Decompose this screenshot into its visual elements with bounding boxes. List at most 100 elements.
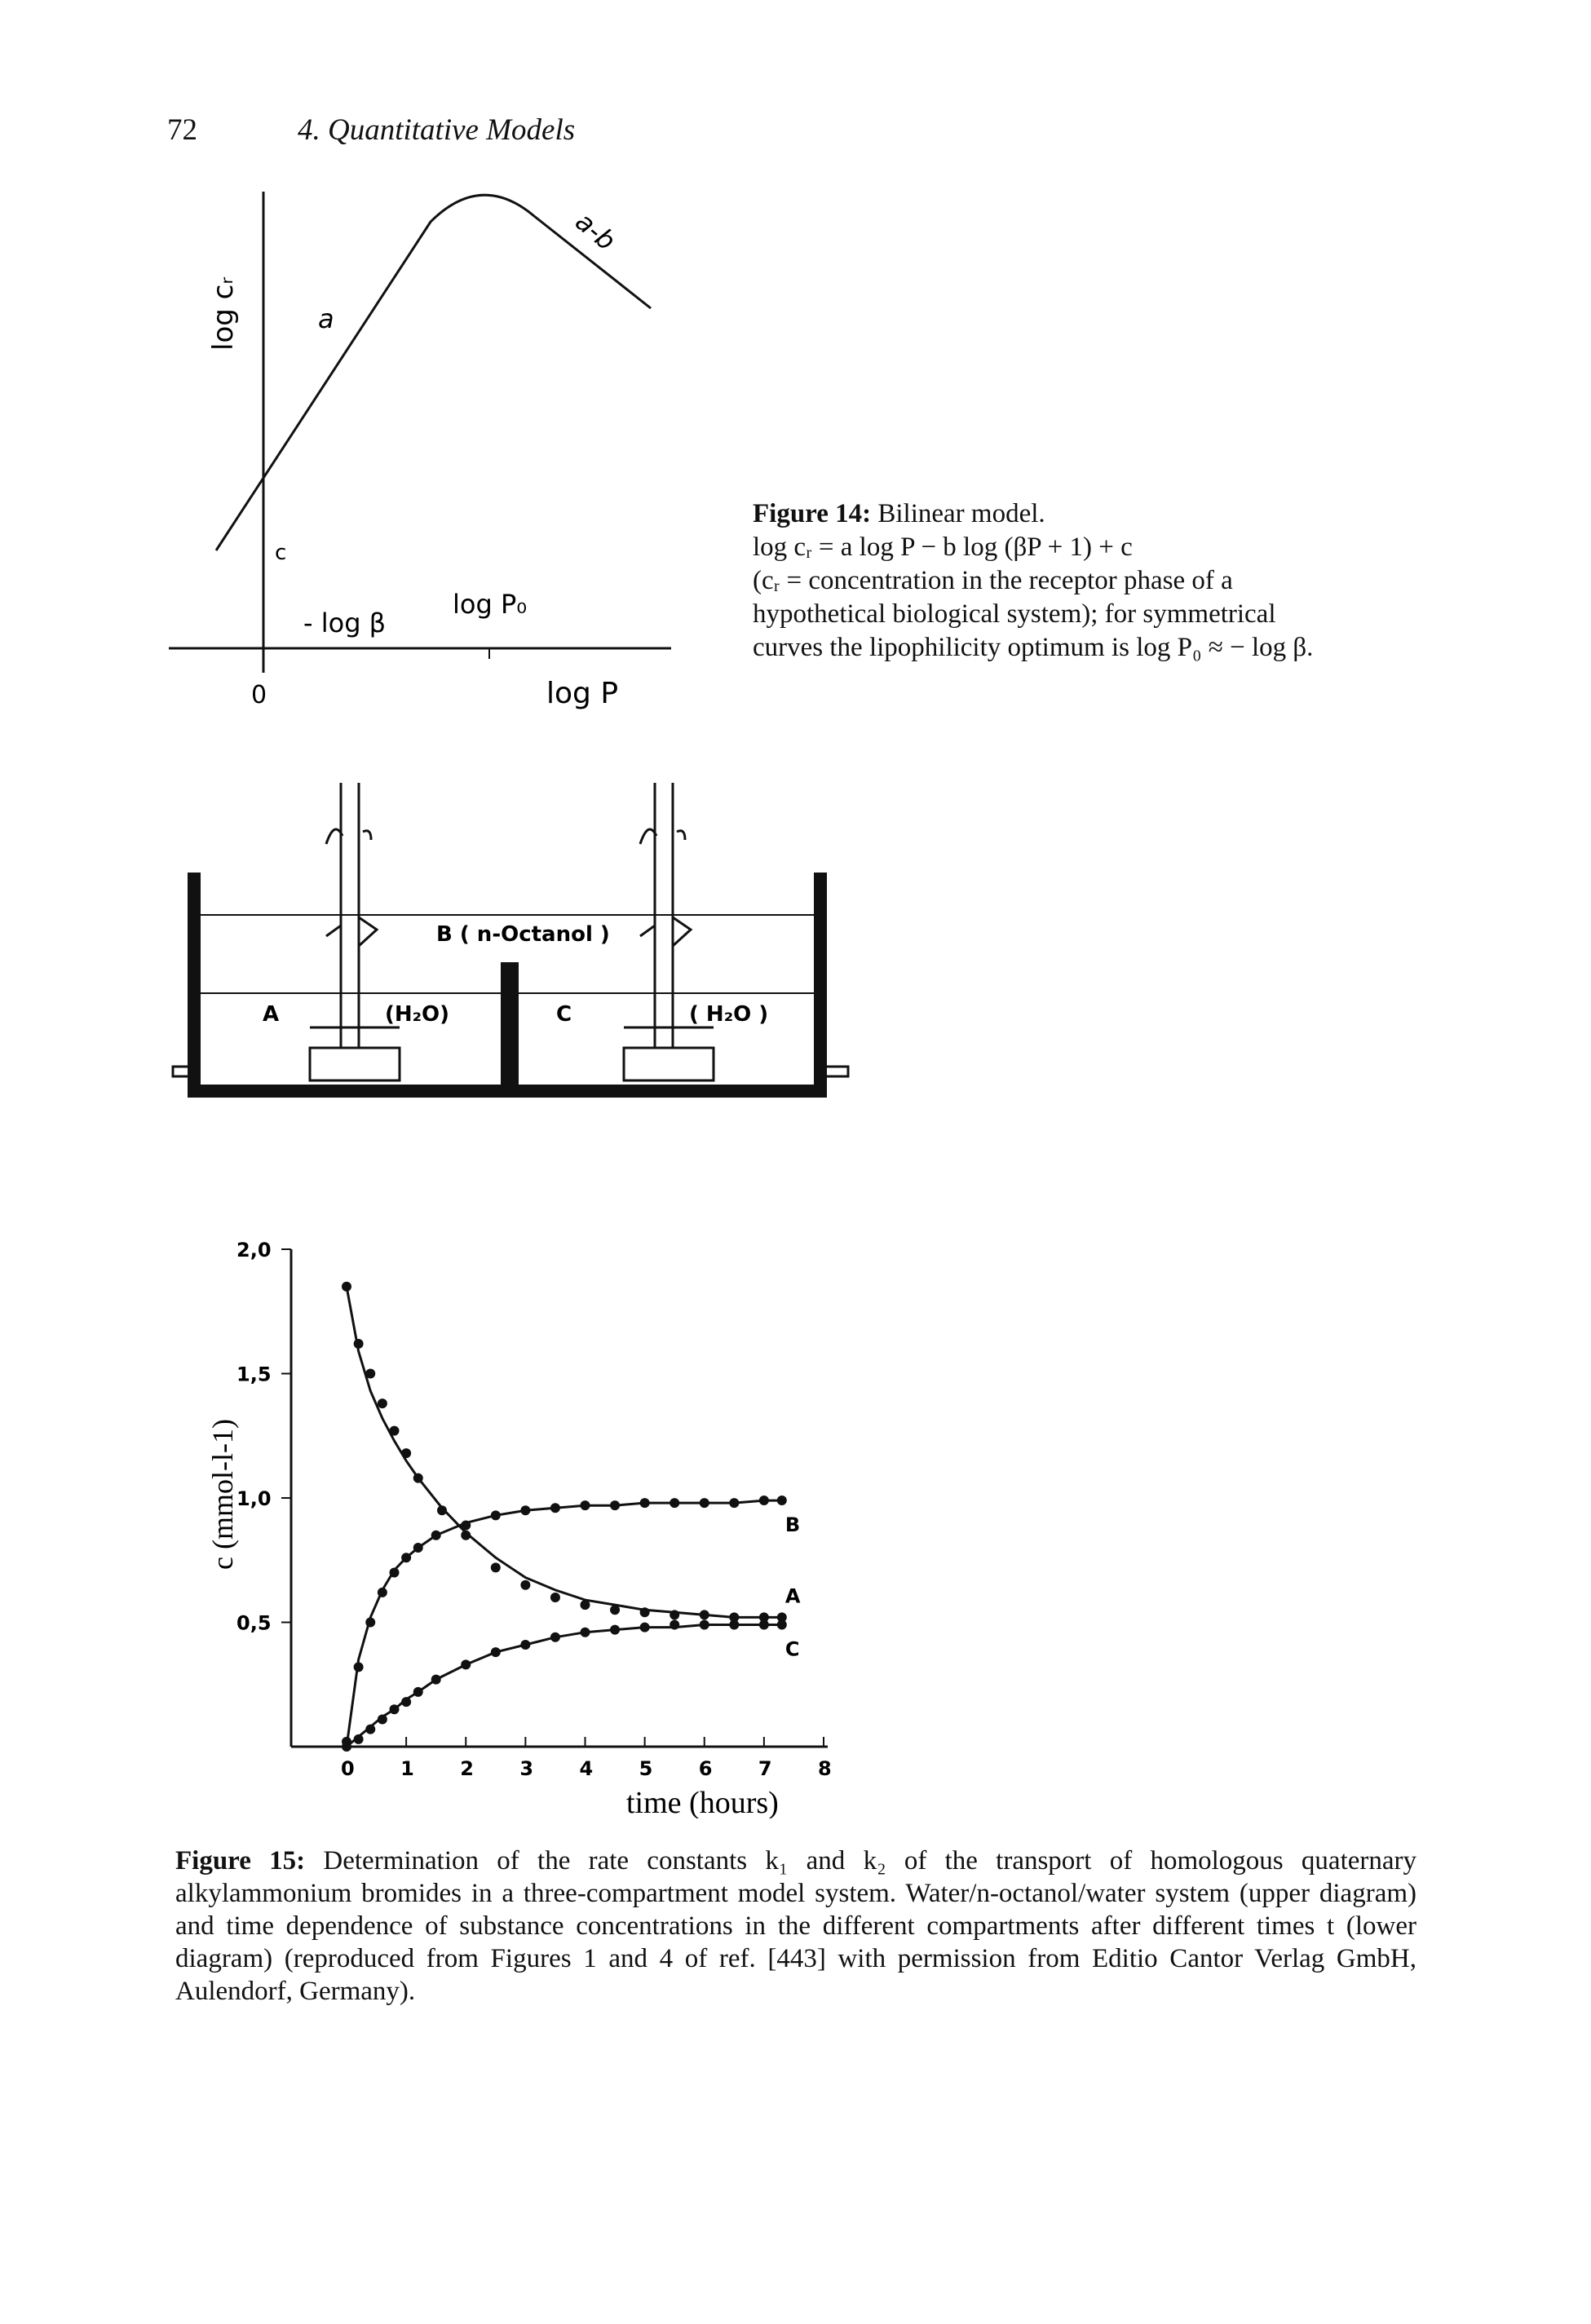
- series-C-point: [365, 1724, 376, 1734]
- figure15-caption-text: Determination of the rate constants k₁ a…: [175, 1846, 1417, 2006]
- series-A-point: [580, 1600, 590, 1610]
- series-A-point: [437, 1505, 447, 1516]
- figure15-caption: Figure 15: Determination of the rate con…: [175, 1845, 1416, 2008]
- apparatus-diagram: B ( n-Octanol ) A C (H₂O) ( H₂O ): [171, 783, 850, 1098]
- series-B-point: [758, 1496, 769, 1506]
- tank-left-wall: [188, 873, 201, 1097]
- series-A-point: [413, 1473, 423, 1483]
- series-A-point: [729, 1612, 740, 1623]
- series-A-point: [610, 1605, 621, 1615]
- series-C-point: [610, 1624, 621, 1635]
- fig14-x-label: log P: [546, 677, 618, 710]
- series-A-point: [365, 1368, 376, 1379]
- figure14-caption-line-4: hypothetical biological system); for sym…: [753, 599, 1276, 629]
- series-B-point: [699, 1498, 709, 1509]
- x-tick-label: 3: [519, 1757, 533, 1780]
- intercept-label: c: [275, 541, 286, 565]
- x-tick-label: 8: [818, 1757, 832, 1780]
- y-tick-label: 2,0: [236, 1239, 272, 1261]
- series-A-point: [670, 1610, 680, 1620]
- stirrer-left: [308, 783, 401, 1082]
- water-left-label: (H₂O): [385, 1002, 449, 1027]
- series-C-point: [377, 1714, 387, 1725]
- series-A-point: [520, 1580, 531, 1590]
- figure14-caption-line-3: (cᵣ = concentration in the receptor phas…: [753, 566, 1233, 595]
- series-A-point: [377, 1398, 387, 1409]
- water-right-label: ( H₂O ): [689, 1002, 768, 1027]
- phase-b-label: B ( n-Octanol ): [436, 922, 610, 947]
- x-tick-label: 4: [580, 1757, 594, 1780]
- series-A-point: [758, 1612, 769, 1623]
- slope-a-label: a: [318, 303, 334, 334]
- kinetics-y-label: c (mmol-l-1): [206, 1419, 239, 1570]
- series-B-point: [520, 1505, 531, 1516]
- series-C-point: [401, 1697, 412, 1708]
- series-B-point: [550, 1503, 560, 1513]
- x-tick-label: 1: [400, 1757, 414, 1780]
- series-A-point: [342, 1281, 351, 1292]
- series-C-point: [550, 1632, 560, 1642]
- series-C-fit-curve: [346, 1624, 782, 1748]
- series-A-point: [401, 1448, 412, 1459]
- chapter-title: 4. Quantitative Models: [298, 113, 576, 147]
- y-tick-label: 1,0: [236, 1487, 272, 1510]
- series-C-point: [580, 1627, 590, 1637]
- tank-right-wall: [814, 873, 827, 1097]
- series-B-point: [377, 1587, 387, 1597]
- series-B-point: [580, 1500, 590, 1511]
- series-C-point: [670, 1619, 680, 1630]
- series-A-point: [490, 1562, 501, 1573]
- series-C-point: [461, 1659, 471, 1670]
- right-tap: [824, 1065, 850, 1078]
- figure14-caption-line-5: curves the lipophilicity optimum is log …: [753, 633, 1314, 662]
- series-B-point: [389, 1567, 400, 1578]
- log-p0-label: log P₀: [453, 589, 527, 620]
- series-B-fit-curve: [345, 1499, 782, 1747]
- series-B-point: [729, 1498, 740, 1509]
- tank-divider: [501, 962, 519, 1094]
- series-B-point: [365, 1617, 376, 1628]
- series-A-point: [776, 1612, 787, 1623]
- series-A-point: [639, 1607, 650, 1618]
- series-B-point: [670, 1498, 680, 1509]
- series-A-point: [550, 1593, 560, 1602]
- series-C-point: [490, 1647, 501, 1658]
- series-C-point: [639, 1622, 650, 1633]
- series-C-point: [699, 1619, 709, 1630]
- series-C-point: [758, 1619, 769, 1630]
- figure14-caption: Figure 14: Bilinear model. log cᵣ = a lo…: [753, 497, 1470, 665]
- series-B-point: [461, 1520, 471, 1531]
- compartment-a-label: A: [263, 1002, 279, 1027]
- series-C-point: [413, 1686, 423, 1697]
- series-A-point: [699, 1610, 709, 1620]
- x-tick-label: 0: [341, 1757, 355, 1780]
- series-B-point: [639, 1498, 650, 1509]
- series-A-fit-curve: [345, 1286, 782, 1619]
- series-C-point: [729, 1619, 740, 1630]
- series-B-point: [431, 1530, 441, 1540]
- x-tick-label: 7: [758, 1757, 772, 1780]
- fig14-y-label: log cᵣ: [207, 277, 240, 351]
- series-B-point: [610, 1500, 621, 1511]
- series-B-point: [401, 1553, 412, 1563]
- page-number: 72: [167, 113, 197, 147]
- figure14-caption-line-2: log cᵣ = a log P − b log (βP + 1) + c: [753, 532, 1133, 562]
- left-tap: [171, 1065, 192, 1078]
- series-B-label: B: [785, 1513, 800, 1536]
- y-tick-label: 0,5: [236, 1612, 272, 1635]
- series-C-point: [353, 1734, 364, 1744]
- kinetics-x-label: time (hours): [626, 1786, 779, 1818]
- y-tick-label: 1,5: [236, 1363, 272, 1386]
- compartment-c-label: C: [556, 1002, 572, 1027]
- figure15-caption-label: Figure 15:: [175, 1846, 306, 1876]
- series-C-label: C: [785, 1638, 800, 1661]
- fig14-origin-label: 0: [251, 681, 267, 709]
- stirrer-right: [622, 783, 715, 1082]
- series-A-label: A: [785, 1584, 801, 1607]
- series-B-point: [490, 1510, 501, 1521]
- x-tick-label: 2: [460, 1757, 474, 1780]
- series-C-point: [520, 1639, 531, 1650]
- series-C-point: [431, 1674, 441, 1685]
